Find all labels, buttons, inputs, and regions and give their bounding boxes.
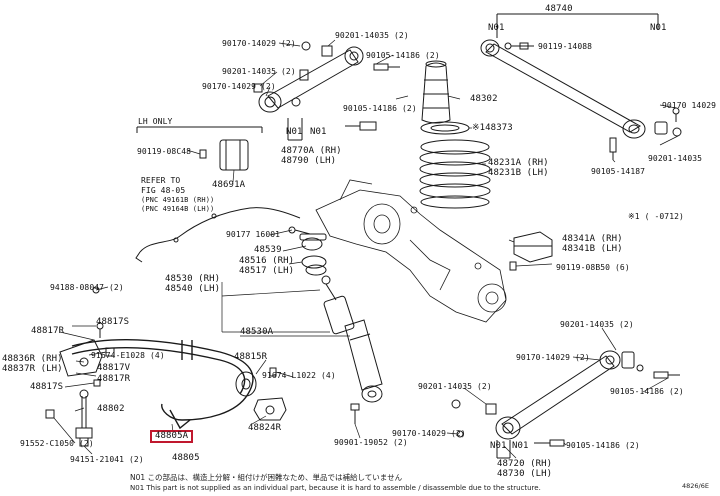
part-label-48341b: 48341B (LH) [562, 244, 623, 254]
part-label-48815r: 48815R [234, 352, 268, 362]
part-label-91674-l1022: 91674-L1022 (4) [262, 371, 336, 380]
part-label-48530a: 48530A [240, 327, 274, 337]
lh-only-label: LH ONLY [138, 117, 173, 126]
stabilizer-link [45, 286, 115, 447]
part-label-48817r: 48817R [97, 374, 131, 384]
part-label-48740: 48740 [545, 4, 573, 14]
refer-note-line2: FIG 48-05 [141, 186, 186, 195]
part-label-48836r: 48836R (RH) [2, 354, 63, 364]
part-label-90105-14186: 90105-14186 (2) [566, 441, 640, 450]
part-label-90170-14029: 90170-14029 (2) [516, 353, 590, 362]
part-label-90201-14035: 90201-14035 (2) [222, 67, 296, 76]
lh-only-bracket [136, 126, 263, 133]
part-label-48373: ※148373 [472, 123, 513, 133]
figure-code: 4826/6E [682, 482, 709, 490]
shock-upper-mount [288, 226, 327, 276]
part-label-48817s: 48817S [30, 382, 64, 392]
part-label-48539: 48539 [254, 245, 282, 255]
bump-stopper [421, 60, 451, 124]
bolt-90901 [350, 403, 360, 424]
part-label-48817r: 48817R [31, 326, 65, 336]
part-label-90170-14029: 90170-14029 (2) [222, 39, 296, 48]
part-label-48837r: 48837R (LH) [2, 364, 63, 374]
refer-note-line4: (PNC 49164B (LH)) [141, 205, 215, 213]
part-label-48805: 48805 [172, 453, 200, 463]
stabilizer-bar [71, 339, 254, 430]
part-label-48517: 48517 (LH) [239, 266, 295, 276]
refer-note-line1: REFER TO [141, 176, 181, 185]
part-label-48802: 48802 [97, 404, 125, 414]
coil-spring [419, 139, 491, 209]
upper-arm-bracket [496, 13, 659, 38]
part-label-94188-08047: 94188-08047 (2) [50, 283, 124, 292]
part-label-90119-08b50: 90119-08B50 (6) [556, 263, 630, 272]
leader-lines [53, 39, 679, 459]
part-label-48302: 48302 [470, 94, 498, 104]
shock-absorber [321, 275, 383, 403]
note-n01: N01 [490, 441, 507, 451]
spring-insulator [420, 121, 470, 135]
note-n01: N01 [310, 127, 327, 137]
part-label-90170-14029: 90170-14029 (2) [392, 429, 466, 438]
part-label-90105-14186: 90105-14186 (2) [610, 387, 684, 396]
part-label-48231b: 48231B (LH) [488, 168, 549, 178]
footnote-english: N01 This part is not supplied as an indi… [130, 484, 541, 492]
part-label-48805a-highlighted[interactable]: 48805A [150, 430, 194, 443]
part-label-90177-16001: 90177 16001 [226, 230, 281, 239]
part-label-90201-14035: 90201-14035 (2) [335, 31, 409, 40]
part-label-90105-14186: 90105-14186 (2) [343, 104, 417, 113]
part-label-90105-14186: 90105-14186 (2) [366, 51, 440, 60]
part-label-94151-21041: 94151-21041 (2) [70, 455, 144, 464]
footnote-japanese: N01 この部品は、構造上分解・組付けが困難なため、単品では補給していません [130, 473, 403, 482]
lower-control-arm [451, 350, 680, 447]
axle-housing [315, 179, 507, 323]
note-n01: N01 [650, 23, 667, 33]
part-label-48790: 48790 (LH) [281, 156, 337, 166]
part-label-90201-14035: 90201-14035 (2) [418, 382, 492, 391]
part-label-90119-08c48: 90119-08C48 [137, 147, 192, 156]
part-label-48770a: 48770A (RH) [281, 146, 342, 156]
part-label-90901-19052: 90901-19052 (2) [334, 438, 408, 447]
part-label-91674-e1028: 91674-E1028 (4) [91, 351, 165, 360]
part-label-91552-c1050: 91552-C1050 (2) [20, 439, 94, 448]
part-label-48817v: 48817V [97, 363, 131, 373]
note-n01: N01 [286, 127, 303, 137]
trailing-arm-upper-left [253, 41, 400, 141]
part-label-90105-14187: 90105-14187 [591, 167, 646, 176]
part-label-48231a: 48231A (RH) [488, 158, 549, 168]
part-label-48530: 48530 (RH) [165, 274, 221, 284]
refer-note-line3: (PNC 49161B (RH)) [141, 196, 215, 204]
part-label-48540: 48540 (LH) [165, 284, 221, 294]
note-n01: N01 [488, 23, 505, 33]
note-n01: N01 [512, 441, 529, 451]
part-label-90201-14035: 90201-14035 [648, 154, 703, 163]
bracket-48691 [199, 139, 249, 171]
part-label-48341a: 48341A (RH) [562, 234, 623, 244]
part-label-48691a: 48691A [212, 180, 246, 190]
date-range-note: ※1 ( -0712) [628, 212, 684, 221]
part-label-90170-14029: 90170 14029 [662, 101, 717, 110]
part-label-48730: 48730 (LH) [497, 469, 553, 479]
part-label-48516: 48516 (RH) [239, 256, 295, 266]
lower-arm-bracket [496, 440, 511, 459]
part-label-90119-14088: 90119-14088 [538, 42, 593, 51]
part-label-48720: 48720 (RH) [497, 459, 553, 469]
sensor-wire [135, 207, 301, 263]
upper-control-arm [480, 39, 682, 160]
part-label-48824r: 48824R [248, 423, 282, 433]
part-label-48817s: 48817S [96, 317, 130, 327]
part-label-90170-14029: 90170-14029 (2) [202, 82, 276, 91]
part-label-90201-14035: 90201-14035 (2) [560, 320, 634, 329]
